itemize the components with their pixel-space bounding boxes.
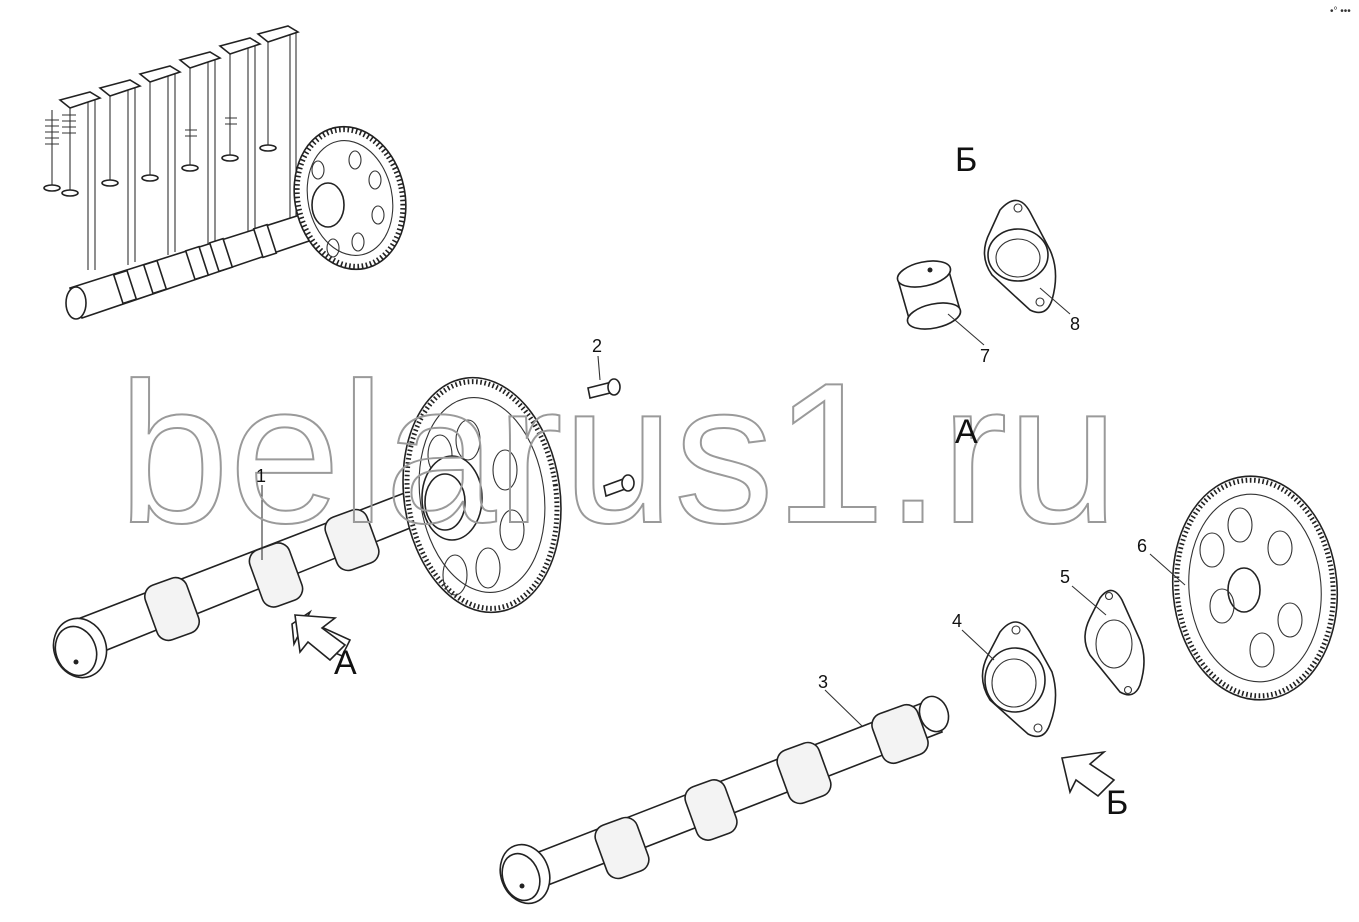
gasket-5 <box>1084 589 1145 696</box>
gear-6 <box>1171 475 1339 701</box>
corner-mark: •° ••• <box>1330 6 1351 17</box>
flange-8 <box>983 199 1057 314</box>
bushing-7 <box>896 260 962 330</box>
bolts-2 <box>587 378 635 498</box>
callout-7: 7 <box>980 346 990 366</box>
camshaft-3 <box>499 695 950 905</box>
flange-4 <box>981 621 1057 738</box>
view-arrow-a <box>291 609 352 662</box>
view-label-b-arrow: Б <box>1106 784 1128 822</box>
view-arrow-b <box>1061 750 1116 798</box>
callout-3: 3 <box>818 672 828 692</box>
callout-8: 8 <box>1070 314 1080 334</box>
overview-gear <box>293 125 407 271</box>
view-label-b-top: Б <box>955 141 977 179</box>
callout-6: 6 <box>1137 536 1147 556</box>
watermark-text: belarus1.ru <box>118 342 1119 565</box>
callout-5: 5 <box>1060 567 1070 587</box>
callout-2: 2 <box>592 336 602 356</box>
callout-4: 4 <box>952 611 962 631</box>
view-label-a-arrow: А <box>334 644 357 682</box>
camshaft-assembly-a <box>52 376 562 679</box>
callout-1: 1 <box>256 466 266 486</box>
view-label-a-top: А <box>955 413 978 451</box>
leader-lines <box>261 287 1186 727</box>
valve-train-overview <box>43 25 407 320</box>
